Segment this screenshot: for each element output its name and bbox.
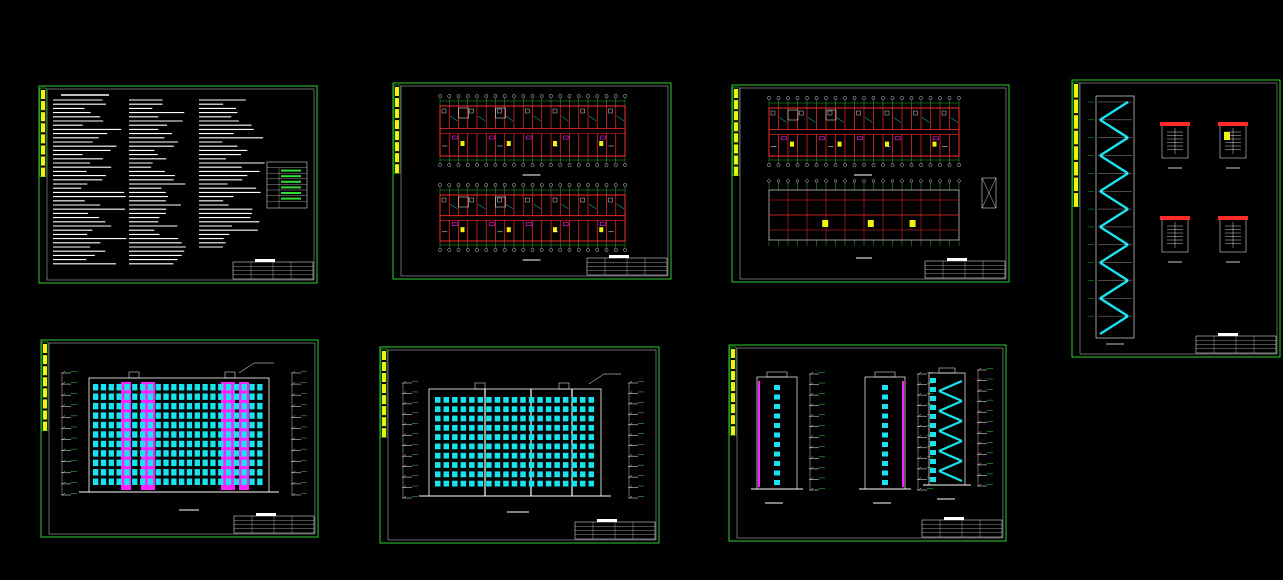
drawing-sheet-design-notes <box>38 85 318 284</box>
drawing-sheet-stair-section <box>1071 79 1281 358</box>
drawing-sheet-side-elevations <box>728 344 1007 542</box>
drawing-sheet-floor-plans-b <box>731 84 1010 283</box>
drawing-sheet-front-elevation <box>40 339 319 538</box>
drawing-sheet-floor-plans-a <box>392 82 672 280</box>
drawing-sheet-rear-elevation <box>379 346 660 544</box>
